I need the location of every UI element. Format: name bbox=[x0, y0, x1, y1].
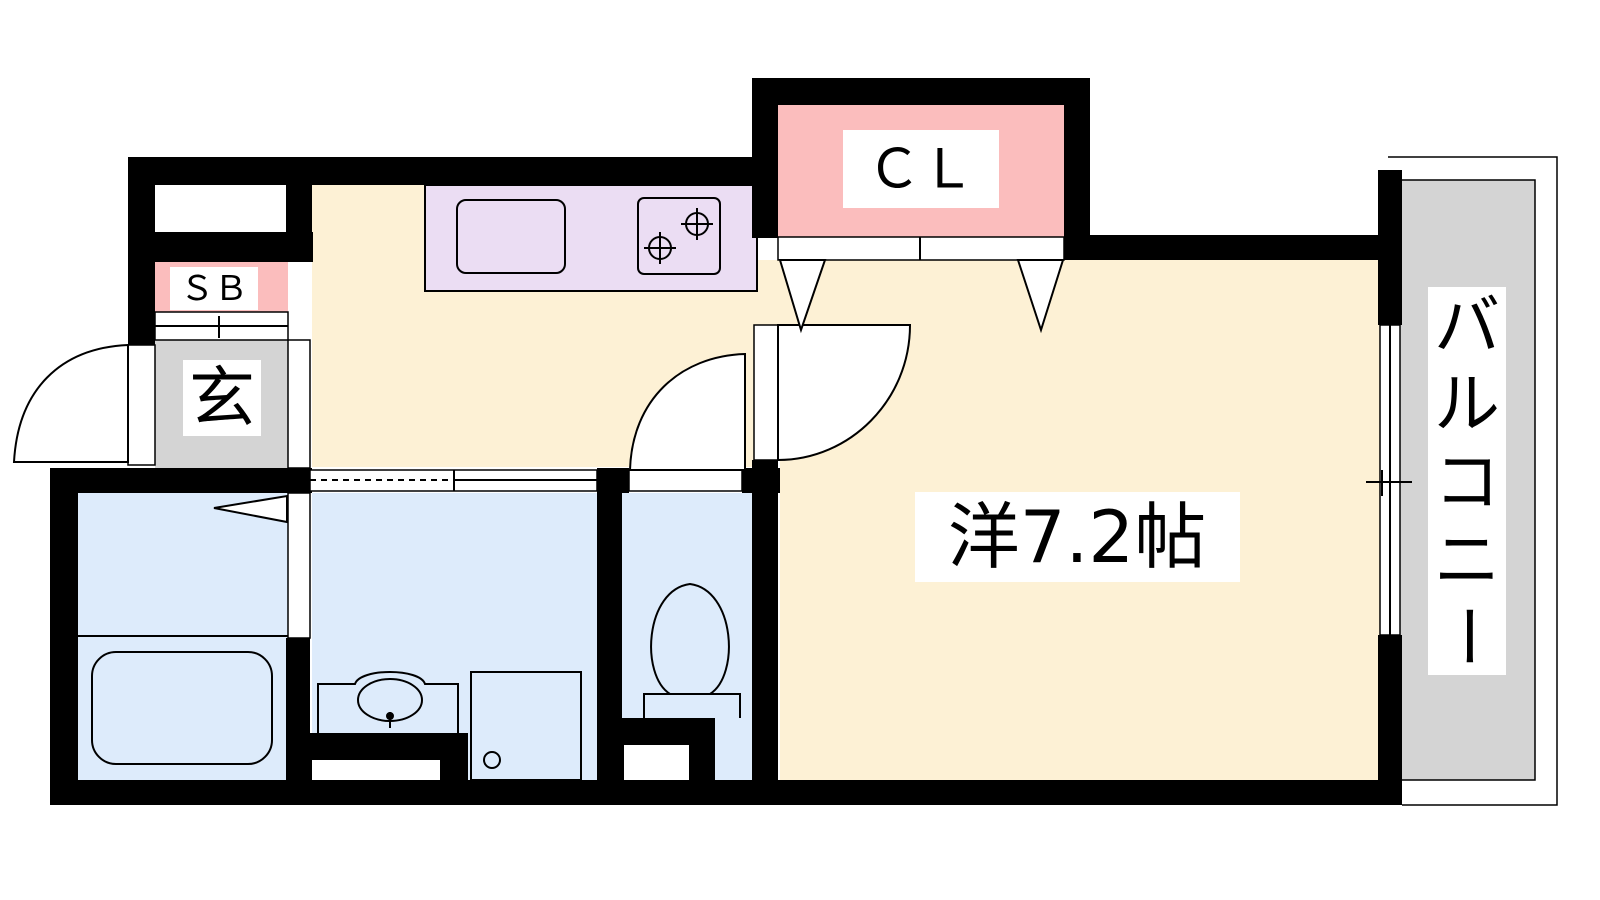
gas-stove-icon bbox=[637, 197, 721, 275]
balcony-label-bg bbox=[1428, 287, 1506, 675]
balcony-char-5: ー bbox=[1429, 603, 1506, 669]
bath-door-swing bbox=[213, 494, 288, 524]
walls bbox=[50, 78, 1402, 805]
front-door-frame bbox=[127, 344, 156, 466]
entrance-label-bg bbox=[183, 360, 261, 436]
wall-niches bbox=[155, 185, 689, 780]
western-room-label-bg bbox=[915, 492, 1240, 582]
western-room-label: 洋7.2帖 bbox=[948, 495, 1207, 579]
labels: ＣＬ ＳＢ 玄 洋7.2帖 バ ル コ ニ ー bbox=[170, 130, 1506, 675]
balcony-char-1: バ bbox=[1434, 288, 1500, 365]
balcony-char-3: コ bbox=[1434, 444, 1500, 521]
toilet-door-swing bbox=[628, 352, 746, 471]
shoe-box-label: ＳＢ bbox=[180, 269, 248, 309]
closet-door-left bbox=[778, 259, 827, 334]
entrance-label: 玄 bbox=[189, 360, 255, 437]
washroom-floor bbox=[312, 493, 597, 780]
openings bbox=[12, 156, 1558, 806]
washbasin-icon bbox=[317, 671, 459, 733]
room-door-swing bbox=[777, 324, 912, 462]
front-door-swing bbox=[12, 343, 129, 463]
shoe-box-label-bg bbox=[170, 267, 258, 310]
closet-door-right bbox=[1016, 259, 1065, 334]
balcony-railing bbox=[1388, 156, 1558, 806]
balcony-char-2: ル bbox=[1434, 366, 1500, 443]
wet-fixtures bbox=[78, 494, 741, 781]
closet-label-bg bbox=[843, 130, 999, 208]
closet-label: ＣＬ bbox=[867, 138, 975, 201]
bathtub-icon bbox=[91, 651, 273, 765]
kitchen-fixtures bbox=[456, 197, 721, 275]
toilet-icon bbox=[643, 582, 741, 718]
kitchen-sink-icon bbox=[456, 199, 566, 274]
balcony-char-4: ニ bbox=[1434, 522, 1500, 599]
